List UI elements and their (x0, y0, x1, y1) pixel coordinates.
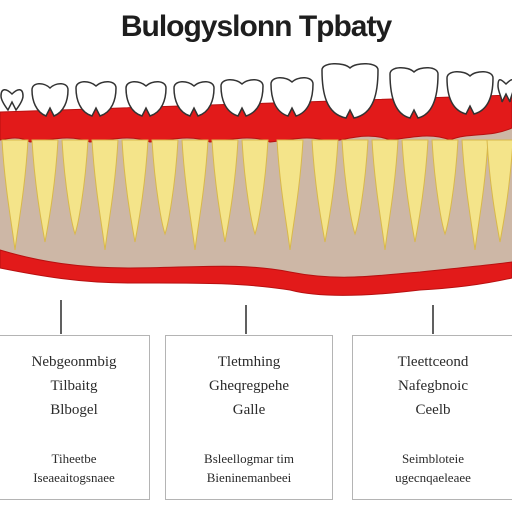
tooth-crown (270, 77, 314, 117)
label-3-line-2: Nafegbnoic (398, 378, 468, 394)
tooth-root (211, 139, 239, 243)
tooth-root (121, 139, 149, 243)
label-3-line-1: Tleettceond (397, 354, 469, 370)
tooth-crown (173, 81, 215, 117)
tooth-crown (31, 83, 69, 117)
tooth-roots (1, 139, 512, 251)
label-3-line-3: Ceelb (415, 402, 451, 418)
tooth-root (401, 139, 429, 243)
tooth-crown (321, 63, 379, 119)
label-1-line-1: Nebgeonmbig (31, 354, 117, 370)
tooth-crown (125, 81, 167, 117)
tooth-root (241, 139, 269, 236)
lower-gum-band (0, 249, 512, 296)
tooth-root (276, 139, 304, 251)
label-1-line-3: Blbogel (50, 402, 98, 418)
upper-gum-band (0, 94, 512, 143)
tooth-root (371, 139, 399, 251)
label-3-footer-2: ugecnqaeleaee (395, 470, 471, 485)
tooth-root (61, 139, 89, 236)
tooth-root (341, 139, 369, 236)
label-2-footer-1: Bsleellogmar tim (204, 451, 294, 466)
label-2-line-1: Tletmhing (217, 354, 281, 370)
label-box-2: Tletmhing Gheqregpehe Galle Bsleellogmar… (165, 335, 333, 500)
tooth-crown (446, 71, 494, 115)
tooth-crown (0, 89, 24, 112)
label-2-line-3: Galle (232, 402, 266, 418)
tooth-root (431, 139, 459, 236)
tooth-root (486, 139, 512, 243)
tooth-root (461, 139, 489, 251)
leader-line-1 (60, 300, 62, 334)
label-1-footer-1: Tiheetbe (51, 451, 97, 466)
label-2-footer-2: Bieninemanbeei (206, 470, 292, 485)
tooth-root (91, 139, 119, 251)
diagram-title: Bulogyslonn Tpbaty (120, 10, 392, 43)
tooth-root (151, 139, 179, 236)
label-2-line-2: Gheqregpehe (209, 378, 289, 394)
leader-line-2 (245, 305, 247, 334)
tooth-crown (220, 79, 264, 117)
label-box-3: Tleettceond Nafegbnoic Ceelb Seimbloteie… (352, 335, 512, 500)
tooth-crown (389, 67, 439, 119)
label-3-footer-1: Seimbloteie (401, 451, 465, 466)
label-box-1: Nebgeonmbig Tilbaitg Blbogel Tiheetbe Is… (0, 335, 150, 500)
tooth-root (1, 139, 29, 251)
label-1-footer-2: Iseaeaitogsnaee (33, 470, 115, 485)
leader-line-3 (432, 305, 434, 334)
tooth-root (181, 139, 209, 251)
tooth-crown (75, 81, 117, 117)
tooth-root (311, 139, 339, 243)
tooth-crown (497, 79, 512, 103)
tooth-root (31, 139, 59, 243)
label-1-line-2: Tilbaitg (50, 378, 98, 394)
tooth-crowns (0, 63, 512, 119)
